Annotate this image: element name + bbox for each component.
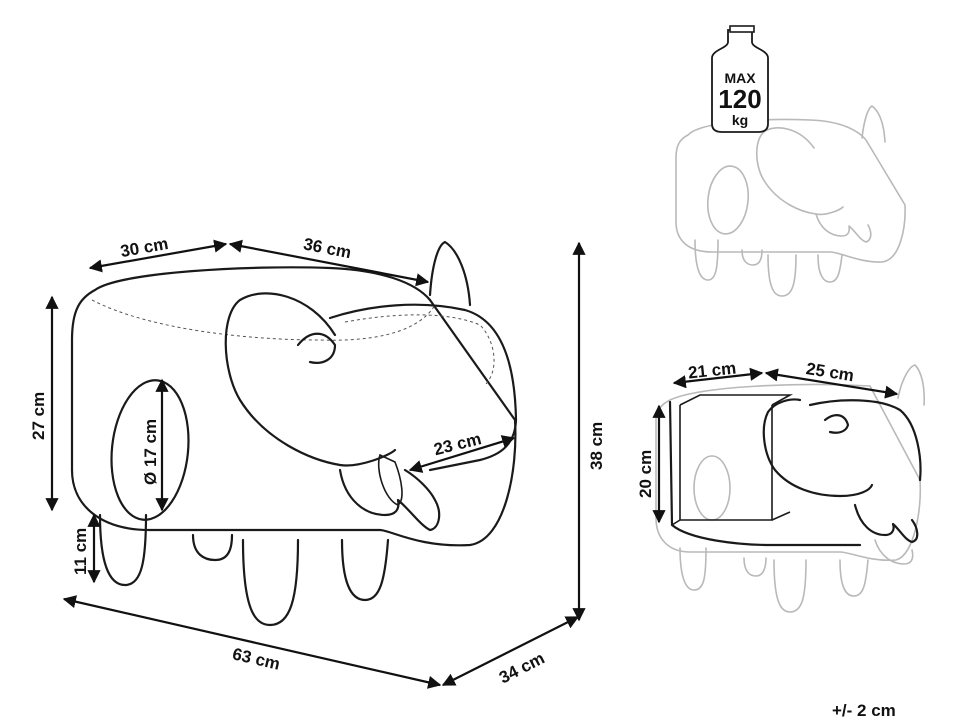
stool-body [70,266,517,547]
leg-front-right [340,538,390,602]
label-top-length: 36 cm [302,234,353,262]
top-stitching [91,299,436,341]
trunk [338,468,441,532]
label-top-depth: 30 cm [119,234,170,261]
label-storage-height: 20 cm [636,450,655,498]
label-body-height: 27 cm [29,392,48,440]
leg-rear-left [191,533,234,562]
front-ear-fold [296,332,337,364]
head-stitching [344,314,495,386]
storage-view-elephant [655,364,925,613]
main-dimension-lines: 30 cm 36 cm 27 cm 11 cm Ø 17 cm 23 cm 38… [29,234,606,689]
storage-view: 21 cm 25 cm 20 cm [636,359,925,613]
weight-badge: MAX 120 kg [711,25,769,133]
trunk-tip [378,453,403,506]
main-elephant-drawing [70,240,518,627]
label-storage-depth: 21 cm [687,359,737,383]
label-hole-diameter: Ø 17 cm [141,419,160,485]
storage-compartment [668,394,862,547]
leg-front-center [241,538,300,627]
weight-badge-max: MAX [724,70,756,86]
label-leg-height: 11 cm [71,528,90,575]
tolerance-note: +/- 2 cm [832,701,896,720]
weight-view: MAX 120 kg [675,25,906,297]
label-total-length: 63 cm [231,644,282,673]
weight-badge-unit: kg [732,112,748,128]
front-ear [224,292,397,467]
storage-view-head [762,398,922,544]
back-ear [428,240,472,307]
leg-front-left [98,513,148,587]
weight-view-elephant [675,105,906,297]
label-total-height: 38 cm [587,422,606,470]
weight-badge-value: 120 [718,84,761,114]
